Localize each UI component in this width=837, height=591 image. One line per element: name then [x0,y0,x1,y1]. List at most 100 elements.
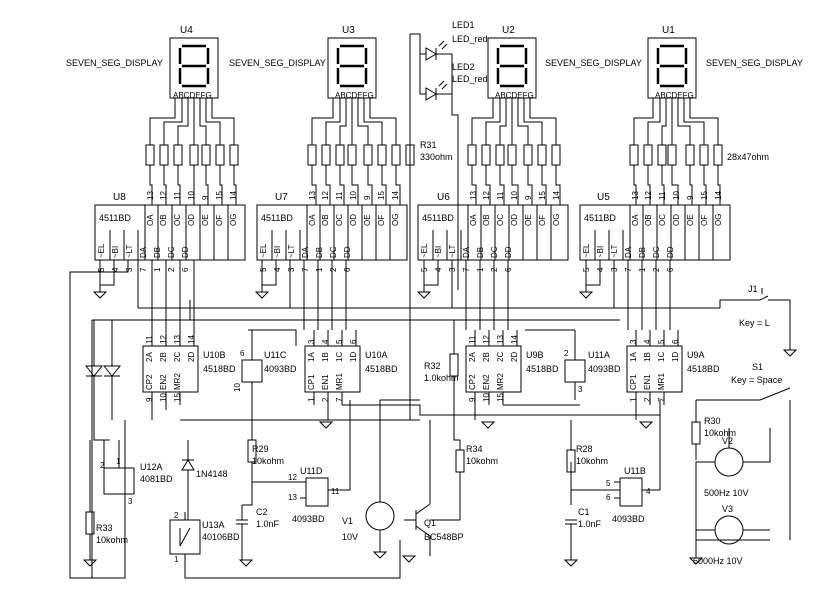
decoder-part: 4511BD [99,213,131,223]
decoder-pin-num: 1 [315,267,324,272]
r34-body [455,449,465,473]
decoder-pin-name: OB [482,214,491,226]
counter-pin-name: 2B [482,352,491,362]
decoder-pin-num: 14 [552,191,561,200]
decoder-pin-num: 4 [111,267,120,272]
gate-u11b [614,400,661,507]
decoder-pin-name: ~EL [97,243,106,258]
r28-value: 10kohm [576,456,608,466]
decoder-pin-name: ~LT [610,244,619,258]
decoder-pin-num: 1 [476,267,485,272]
decoder-pin-num: 3 [610,267,619,272]
decoder-pin-name: ~BI [434,246,443,258]
counter-wires [151,330,679,421]
led-type: LED_red [452,74,488,84]
decoder-pin-num: 9 [686,195,695,200]
decoder-pin-num: 13 [146,191,155,200]
counter-pin-name: 1B [321,352,330,362]
r31-body [405,144,415,166]
gate-part: 4093BD [264,364,297,374]
r30-body [691,421,701,445]
counter-pin-num: 1 [307,397,316,402]
counter-pin-name: CP1 [629,374,638,390]
counter-pin-num: 1 [629,397,638,402]
decoder-pin-name: OC [658,214,667,226]
resistor-array [145,144,723,166]
decoder-pin-name: OB [159,214,168,226]
decoder-pin-name: OE [686,214,695,226]
switch-label: Key = Space [731,375,782,385]
gate-u11d [300,400,351,507]
r30-value: 10kohm [704,428,736,438]
counter-pin-name: MR2 [173,373,182,390]
decoder-pin-name: OD [672,214,681,226]
rc-wiring [89,320,697,560]
r29-value: 10kohm [252,456,284,466]
r34-value: 10kohm [466,456,498,466]
resistor-ref: R31 [420,140,437,150]
decoder-pin-num: 12 [321,191,330,200]
transistor-ref: Q1 [424,518,436,528]
counter-pin-name: 2A [145,352,154,362]
counter-part: 4518BD [687,364,720,374]
counter-pin-num: 11 [468,335,477,344]
decoder-pin-num: 15 [215,191,224,200]
c2-ref: C2 [256,507,268,517]
display-wires [149,98,719,145]
decoder-pin-num: 10 [510,191,519,200]
decoder-pin-name: DB [638,247,647,258]
counter-pin-num: 7 [335,397,344,402]
counter-pin-num: 2 [321,397,330,402]
decoder-pin-num: 7 [301,267,310,272]
counter-pin-name: 2D [187,352,196,362]
display-pin-label: ABCDEFG [655,91,694,100]
decoder-pin-name: DD [343,246,352,258]
counter-pin-name: CP2 [145,374,154,390]
decoder-pin-num: 4 [434,267,443,272]
decoder-pin-num: 2 [167,267,176,272]
resistor-array-value: 28x47ohm [727,152,769,162]
counter-pin-num: 14 [510,335,519,344]
decoder-pin-name: ~BI [273,246,282,258]
display-type-label: SEVEN_SEG_DISPLAY [229,58,326,68]
decoder-pin-name: ~LT [125,244,134,258]
decoder-pin-name: OG [229,214,238,226]
decoder-pin-name: OF [538,215,547,226]
decoder-part: 4511BD [584,213,616,223]
gate-pin: 1 [174,555,179,564]
decoder-pin-name: OA [308,214,317,226]
decoder-pin-num: 10 [672,191,681,200]
display-pin-label: ABCDEFG [173,91,212,100]
decoder-pin-name: OA [146,214,155,226]
decoder-pin-num: 6 [343,267,352,272]
decoder-pin-num: 4 [596,267,605,272]
counter-pin-name: CP1 [307,374,316,390]
decoder-pin-num: 13 [631,191,640,200]
gate-ref: U11D [300,466,323,476]
gate-part: 4093BD [292,514,325,524]
decoder-pin-num: 6 [666,267,675,272]
counter-pin-name: 2C [173,352,182,362]
display-type-label: SEVEN_SEG_DISPLAY [545,58,642,68]
counter-pin-num: 9 [145,397,154,402]
display-u1 [647,37,697,99]
counter-pin-name: 1A [629,352,638,362]
counter-pin-num: 5 [335,339,344,344]
counter-pin-num: 12 [482,335,491,344]
counter-pin-name: 1B [643,352,652,362]
display-ref: U3 [342,25,355,36]
decoder-pin-name: DB [153,247,162,258]
counter-pin-num: 11 [145,335,154,344]
decoder-pin-num: 13 [469,191,478,200]
source-ref: V3 [722,504,733,514]
decoder-pin-num: 1 [638,267,647,272]
j1-switch [759,288,791,350]
source-v2 [695,428,771,541]
decoder-pin-num: 11 [658,191,667,200]
gate-pin: 5 [606,479,611,488]
diode-ref: 1N4148 [196,469,228,479]
counter-pin-num: 15 [173,393,182,402]
counter-pin-name: 2B [159,352,168,362]
decoder-pin-name: OE [524,214,533,226]
gate-pin: 2 [174,511,179,520]
